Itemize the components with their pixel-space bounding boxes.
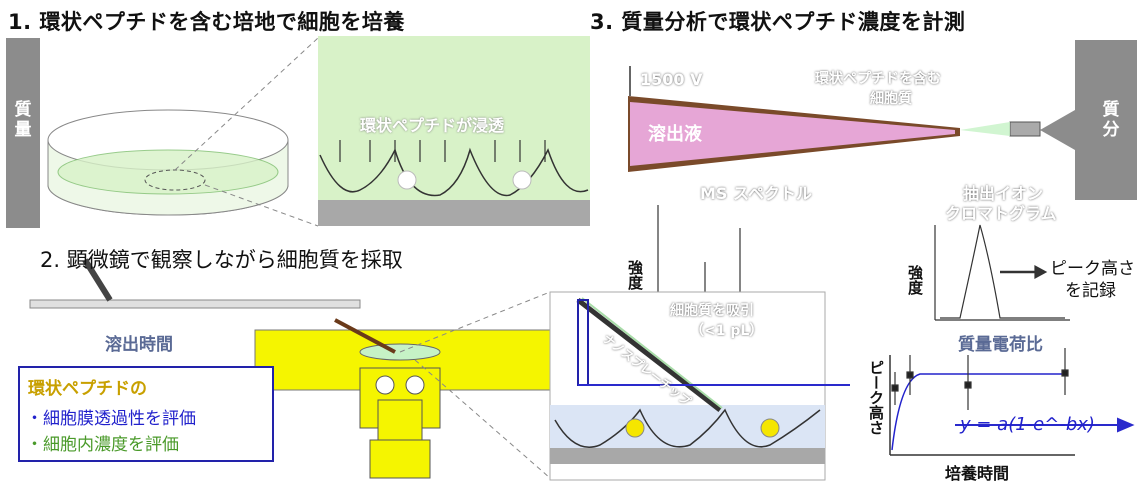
step2-heading: 2. 顕微鏡で観察しながら細胞質を採取: [40, 248, 403, 272]
ms-inlet-right: [1040, 40, 1137, 200]
fit-equation: y = a(1-e^-bx): [960, 414, 1095, 435]
evaluation-box: 環状ペプチドの ・細胞膜透過性を評価 ・細胞内濃度を評価: [18, 366, 274, 462]
cytoplasm-line1: 環状ペプチドを含む: [815, 71, 941, 87]
evaluation-item-2: ・細胞内濃度を評価: [26, 435, 179, 455]
cytoplasm-line2: 細胞質: [870, 91, 912, 107]
pipette-left: [82, 258, 113, 302]
ms-intensity-label: 強度: [626, 260, 644, 290]
mass-charge-label: 質量電荷比: [958, 335, 1043, 355]
record-line2: を記録: [1065, 281, 1116, 301]
ms-side-left-label: 質量: [14, 100, 32, 140]
xic-title-line2: クロマトグラム: [945, 204, 1057, 223]
xic-intensity-label: 強度: [906, 265, 924, 295]
step1-heading: 1. 環状ペプチドを含む培地で細胞を培養: [8, 10, 405, 34]
medium-zoom-panel: [318, 36, 590, 226]
peptide-penetration-label: 環状ペプチドが浸透: [360, 116, 505, 135]
evaluation-title: 環状ペプチドの: [28, 379, 147, 399]
ms-side-right-label: 質分: [1102, 100, 1120, 140]
ms-panel-left: [6, 38, 40, 228]
petri-dish: [47, 109, 289, 216]
link-arrows: [578, 384, 1135, 433]
esi-emitter: [628, 66, 1010, 172]
ms-inlet-capillary: [1009, 121, 1041, 137]
xic-title-line1: 抽出イオン: [963, 184, 1044, 203]
peak-height-axis-label: ピーク高さ: [867, 360, 885, 435]
eluent-label: 溶出液: [648, 124, 702, 145]
uptake-chart: [889, 348, 1075, 456]
ms-spectrum-title: MS スペクトル: [700, 184, 812, 203]
cytoplasm-sample-line1: 細胞質を吸引: [670, 303, 754, 319]
elution-time-label: 溶出時間: [105, 335, 173, 355]
microscope: [254, 318, 556, 479]
voltage-label: 1500 V: [640, 70, 703, 89]
culture-time-label: 培養時間: [945, 464, 1010, 483]
record-line1: ピーク高さ: [1050, 259, 1135, 279]
evaluation-item-1: ・細胞膜透過性を評価: [26, 409, 196, 429]
capillary-bar: [29, 299, 361, 309]
cytoplasm-sample-line2: （<1 pL）: [690, 323, 764, 339]
xic-plot: [934, 224, 1070, 321]
step3-heading: 3. 質量分析で環状ペプチド濃度を計測: [590, 10, 966, 34]
